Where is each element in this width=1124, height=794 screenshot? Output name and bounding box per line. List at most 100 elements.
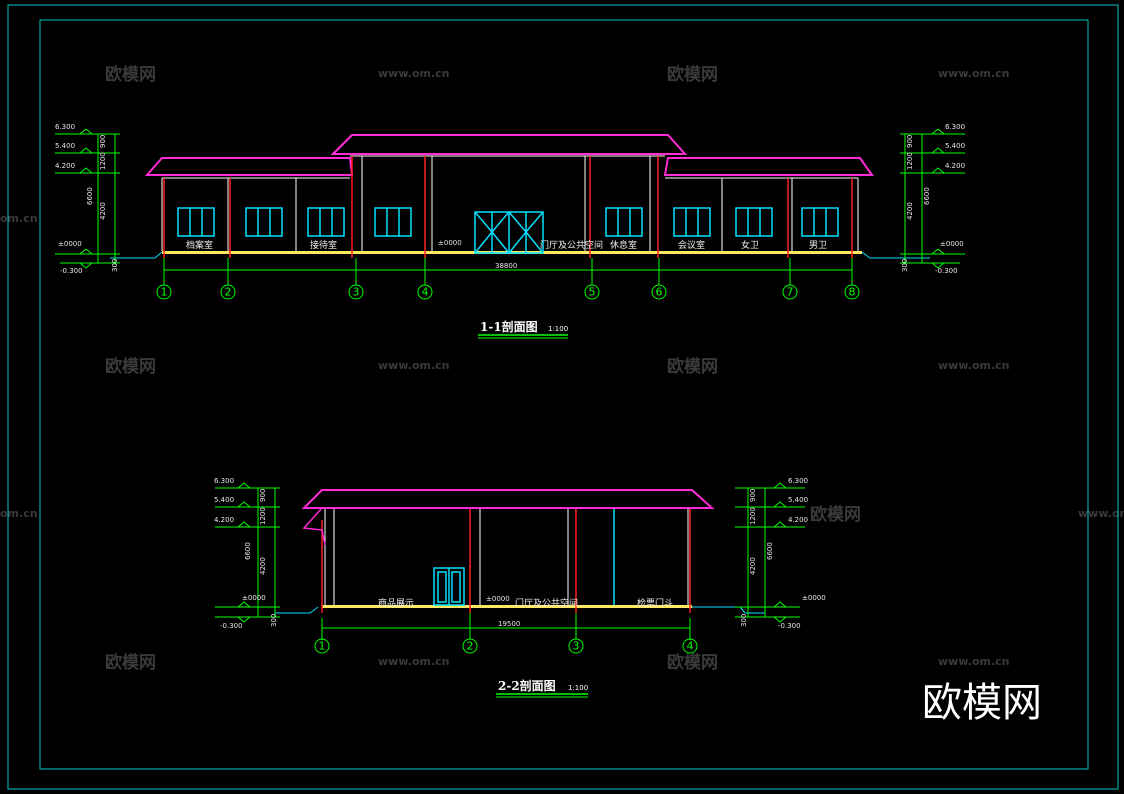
height-dim: 900 bbox=[99, 135, 107, 148]
section-title: 2-2剖面图 bbox=[498, 678, 556, 693]
height-dim: 300 bbox=[111, 259, 119, 272]
level-mark: 4.200 bbox=[945, 162, 965, 170]
watermark-url: www.om.cn bbox=[938, 655, 1010, 668]
watermark-url: www.om.cn bbox=[938, 359, 1010, 372]
room-label: 女卫 bbox=[741, 239, 759, 251]
outer-frame bbox=[7, 4, 1119, 790]
right-wing-roof bbox=[663, 157, 874, 176]
total-dimension: 19500 bbox=[498, 620, 520, 628]
height-dim: 6600 bbox=[86, 187, 94, 205]
height-dim: 1200 bbox=[749, 507, 757, 525]
height-dim: 6600 bbox=[244, 542, 252, 560]
axis-label: 6 bbox=[656, 286, 663, 299]
brand-logo: 欧模网 bbox=[922, 680, 1042, 726]
level-mark: ±0000 bbox=[242, 594, 266, 602]
watermark-brand: 欧模网 bbox=[667, 356, 718, 377]
section-scale: 1:100 bbox=[568, 684, 588, 692]
watermark-brand: 欧模网 bbox=[667, 64, 718, 85]
axis-label: 1 bbox=[161, 286, 168, 299]
room-label: 门厅及公共空间 bbox=[515, 597, 578, 609]
level-mark: ±0000 bbox=[58, 240, 82, 248]
height-dim: 4200 bbox=[749, 557, 757, 575]
axis-label: 2 bbox=[225, 286, 232, 299]
level-mark: 4.200 bbox=[214, 516, 234, 524]
level-mark: 5.400 bbox=[945, 142, 965, 150]
level-mark: 6.300 bbox=[788, 477, 808, 485]
level-mark: ±0000 bbox=[802, 594, 826, 602]
watermark-brand: 欧模网 bbox=[810, 504, 861, 525]
section-title: 1-1剖面图 bbox=[480, 319, 538, 334]
height-dim: 4200 bbox=[99, 202, 107, 220]
level-mark: 6.300 bbox=[945, 123, 965, 131]
room-label: 接待室 bbox=[310, 239, 337, 251]
room-label: 男卫 bbox=[809, 240, 827, 251]
section-2-drawing: 商品展示 门厅及公共空间 检票门斗 ±0000 19500 1 2 3 4 bbox=[214, 477, 826, 698]
watermark-brand: 欧模网 bbox=[105, 652, 156, 673]
room-label: 检票门斗 bbox=[637, 597, 673, 609]
floor-level-label: ±0000 bbox=[438, 239, 462, 247]
room-label: 门厅及公共空间 bbox=[540, 239, 603, 251]
watermark-brand: 欧模网 bbox=[667, 652, 718, 673]
height-dim: 1200 bbox=[99, 152, 107, 170]
watermark-url: om.cn bbox=[0, 507, 38, 520]
height-dim: 900 bbox=[906, 135, 914, 148]
roof-2 bbox=[301, 489, 715, 509]
section-1-drawing: 档案室 接待室 门厅及公共空间 休息室 会议室 女卫 男卫 ±0000 3880… bbox=[55, 123, 965, 339]
floor-slab bbox=[322, 605, 692, 608]
axis-label: 1 bbox=[319, 640, 326, 653]
left-wing-roof bbox=[144, 157, 354, 176]
main-roof bbox=[330, 134, 688, 155]
level-mark: -0.300 bbox=[935, 267, 958, 275]
height-dim: 1200 bbox=[259, 507, 267, 525]
inner-frame bbox=[39, 19, 1089, 770]
level-mark: 6.300 bbox=[214, 477, 234, 485]
level-mark: 4.200 bbox=[788, 516, 808, 524]
level-mark: -0.300 bbox=[778, 622, 801, 630]
door-2 bbox=[433, 567, 465, 606]
room-label: 商品展示 bbox=[378, 597, 414, 609]
height-dim: 900 bbox=[749, 489, 757, 502]
height-dim: 900 bbox=[259, 489, 267, 502]
height-dim: 300 bbox=[740, 614, 748, 627]
watermark-url: om.cn bbox=[0, 212, 38, 225]
level-mark: 5.400 bbox=[214, 496, 234, 504]
height-dim: 300 bbox=[270, 614, 278, 627]
height-dim: 1200 bbox=[906, 152, 914, 170]
axis-label: 3 bbox=[573, 640, 580, 653]
axis-label: 2 bbox=[467, 640, 474, 653]
axis-label: 8 bbox=[849, 286, 856, 299]
watermark-brand: 欧模网 bbox=[105, 356, 156, 377]
height-dim: 6600 bbox=[923, 187, 931, 205]
total-dimension: 38800 bbox=[495, 262, 517, 270]
level-mark: 6.300 bbox=[55, 123, 75, 131]
level-mark: 5.400 bbox=[788, 496, 808, 504]
level-mark: -0.300 bbox=[60, 267, 83, 275]
height-dim: 4200 bbox=[906, 202, 914, 220]
room-label: 休息室 bbox=[610, 239, 637, 251]
watermark-url: www.om.cn bbox=[1078, 507, 1124, 520]
height-dim: 6600 bbox=[766, 542, 774, 560]
watermark-url: www.om.cn bbox=[378, 359, 450, 372]
axis-label: 3 bbox=[353, 286, 360, 299]
watermark-url: www.om.cn bbox=[378, 655, 450, 668]
level-mark: -0.300 bbox=[220, 622, 243, 630]
level-mark: 5.400 bbox=[55, 142, 75, 150]
section-scale: 1:100 bbox=[548, 325, 568, 333]
watermark-layer: 欧模网 www.om.cn 欧模网 www.om.cn om.cn 欧模网 ww… bbox=[0, 64, 1124, 673]
level-mark: ±0000 bbox=[940, 240, 964, 248]
height-dim: 300 bbox=[901, 259, 909, 272]
room-label: 档案室 bbox=[186, 239, 213, 251]
room-label: 会议室 bbox=[678, 239, 705, 251]
watermark-brand: 欧模网 bbox=[105, 64, 156, 85]
height-dim: 4200 bbox=[259, 557, 267, 575]
axis-label: 5 bbox=[589, 286, 596, 299]
level-mark: 4.200 bbox=[55, 162, 75, 170]
axis-label: 4 bbox=[422, 286, 429, 299]
floor-level-label: ±0000 bbox=[486, 595, 510, 603]
axis-label: 4 bbox=[687, 640, 694, 653]
windows-section-1 bbox=[177, 207, 839, 254]
axis-label: 7 bbox=[787, 286, 794, 299]
watermark-url: www.om.cn bbox=[378, 67, 450, 80]
watermark-url: www.om.cn bbox=[938, 67, 1010, 80]
